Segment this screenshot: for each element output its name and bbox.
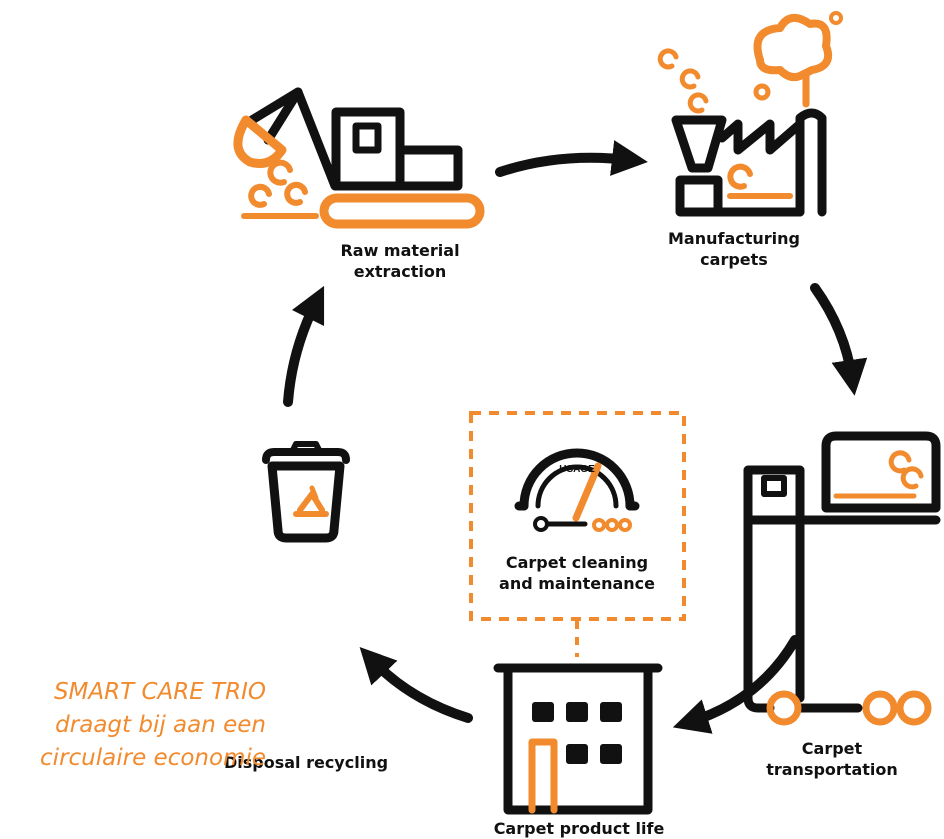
label-raw-material-extraction: Raw material extraction [300,240,500,282]
maintenance-dashed-box [469,411,686,621]
label-extraction-line1: Raw material [340,241,460,260]
label-carpet-cleaning-maintenance: Carpet cleaning and maintenance [476,552,678,594]
arrow-transport-to-product-life [672,635,800,734]
label-product-life-line1: Carpet product life [493,819,665,838]
label-manufacturing-carpets: Manufacturing carpets [634,228,834,270]
gauge-usage-label: USAGE [559,464,595,475]
label-disposal-recycling: Disposal recycling [186,752,426,773]
slogan-text: SMART CARE TRIO draagt bij aan een circu… [4,676,266,775]
slogan-line1: SMART CARE TRIO [53,679,266,705]
label-transportation-line2: transportation [766,760,898,779]
label-recycling-line1: Disposal recycling [223,753,389,772]
label-manufacturing-line2: carpets [700,250,768,269]
usage-gauge-icon [514,448,640,532]
arrow-manufacturing-to-transport [810,283,868,396]
arrow-extraction-to-manufacturing [495,140,648,177]
label-carpet-transportation: Carpet transportation [726,738,938,780]
arrow-product-life-to-recycling [359,646,473,723]
slogan-line2: draagt bij aan een [55,712,266,738]
slogan-line3: circulaire economie [40,745,266,771]
label-maintenance-line2: and maintenance [499,574,655,593]
excavator-icon [233,87,485,229]
label-manufacturing-line1: Manufacturing [668,229,800,248]
arrow-recycling-to-extraction [283,285,325,407]
building-icon [493,663,663,815]
truck-icon [743,431,941,726]
label-maintenance-line1: Carpet cleaning [505,553,649,572]
label-extraction-line2: extraction [353,262,447,281]
recycle-bin-icon [262,441,350,543]
label-carpet-product-life: Carpet product life [448,818,710,839]
factory-icon [657,11,843,217]
label-transportation-line1: Carpet [801,739,863,758]
